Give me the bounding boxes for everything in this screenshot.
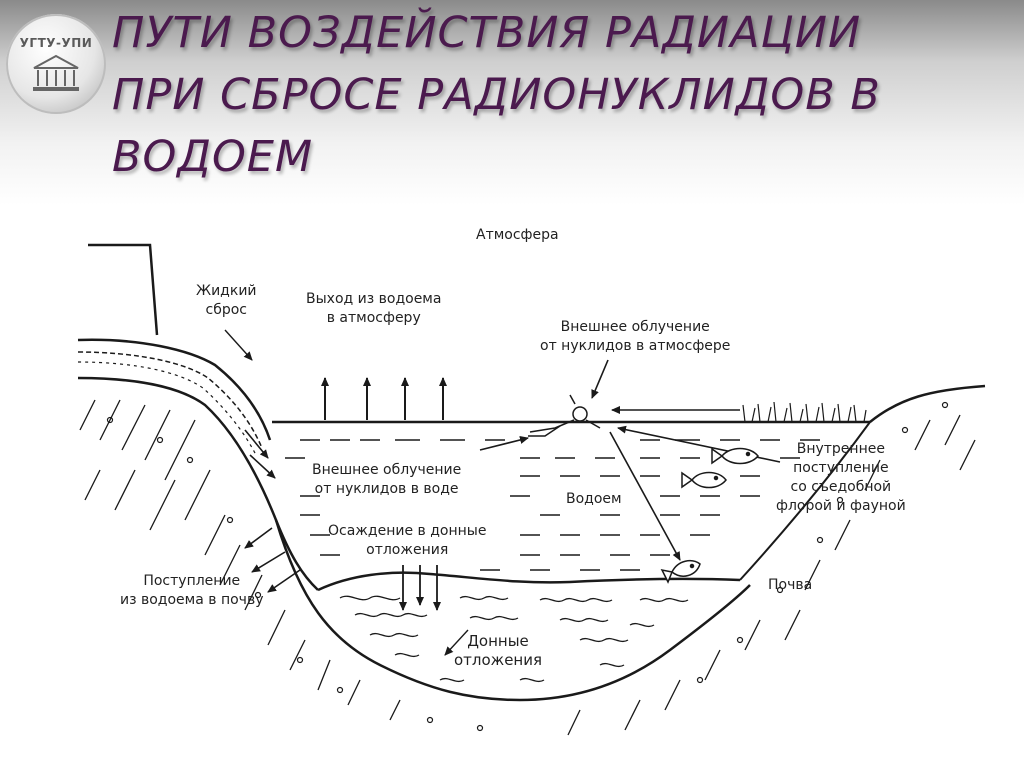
discharge-channel-top: [77, 338, 272, 441]
soil-dots-left: [106, 416, 484, 732]
basin-bottom: [274, 519, 751, 702]
arrow-to-soil-1: [244, 527, 273, 549]
soil-hatching-right: [567, 414, 976, 736]
title-band: [0, 0, 1024, 205]
slide-title: ПУТИ ВОЗДЕЙСТВИЯ РАДИАЦИИ ПРИ СБРОСЕ РАД…: [112, 2, 992, 188]
label-external-irradiation-water: Внешнее облучение от нуклидов в воде: [312, 462, 462, 497]
fish-2: [681, 471, 727, 489]
discharge-pipe: [88, 243, 159, 336]
right-bank-slope: [739, 421, 871, 581]
title-line-3: ВОДОЕМ: [112, 132, 314, 182]
label-atmosphere: Атмосфера: [476, 227, 559, 243]
arrow-swimmer-down: [609, 431, 681, 561]
arrow-to-soil-3: [267, 569, 301, 593]
label-soil: Почва: [768, 577, 813, 593]
building-icon: [33, 54, 79, 91]
discharge-channel-mid: [77, 351, 263, 449]
label-soil-intake: Поступление из водоема в почву: [120, 573, 264, 608]
arrow-atmosphere-to-swimmer: [591, 359, 609, 399]
title-line-1: ПУТИ ВОЗДЕЙСТВИЯ РАДИАЦИИ: [112, 8, 862, 58]
fish-1: [711, 447, 759, 465]
arrow-to-soil-2: [251, 551, 286, 573]
arrow-water-to-swimmer: [479, 436, 529, 451]
right-bank: [869, 384, 986, 423]
sediment-texture: [339, 595, 689, 683]
left-bank: [77, 376, 319, 591]
atmosphere-exit-arrows: [321, 377, 447, 420]
soil-hatching-left: [79, 399, 401, 721]
title-line-2: ПРИ СБРОСЕ РАДИОНУКЛИДОВ В: [112, 70, 881, 120]
arrow-discharge-2: [249, 454, 276, 479]
swimmer-figure: [528, 394, 601, 437]
label-liquid-discharge: Жидкий сброс: [196, 283, 257, 318]
arrow-discharge-1: [244, 429, 269, 459]
label-exit-to-atmosphere: Выход из водоема в атмосферу: [306, 291, 442, 326]
grass: [742, 401, 867, 423]
water-hatching: [285, 439, 820, 571]
discharge-channel-mid2: [77, 361, 257, 456]
label-reservoir: Водоем: [566, 491, 622, 507]
label-internal-intake: Внутреннее поступление со съедобной флор…: [776, 441, 906, 514]
sedimentation-arrows: [399, 565, 441, 611]
fish-3: [660, 559, 701, 584]
soil-dots-right: [696, 401, 949, 684]
label-external-irradiation-air: Внешнее облучение от нуклидов в атмосфер…: [540, 319, 731, 354]
label-bottom-sediments: Донные отложения: [454, 632, 543, 669]
logo-text: УГТУ-УПИ: [19, 36, 93, 50]
arrow-label-discharge: [224, 329, 253, 361]
arrow-sediment-label: [444, 629, 469, 656]
university-logo: УГТУ-УПИ: [6, 14, 106, 114]
label-sedimentation: Осаждение в донные отложения: [328, 523, 487, 558]
